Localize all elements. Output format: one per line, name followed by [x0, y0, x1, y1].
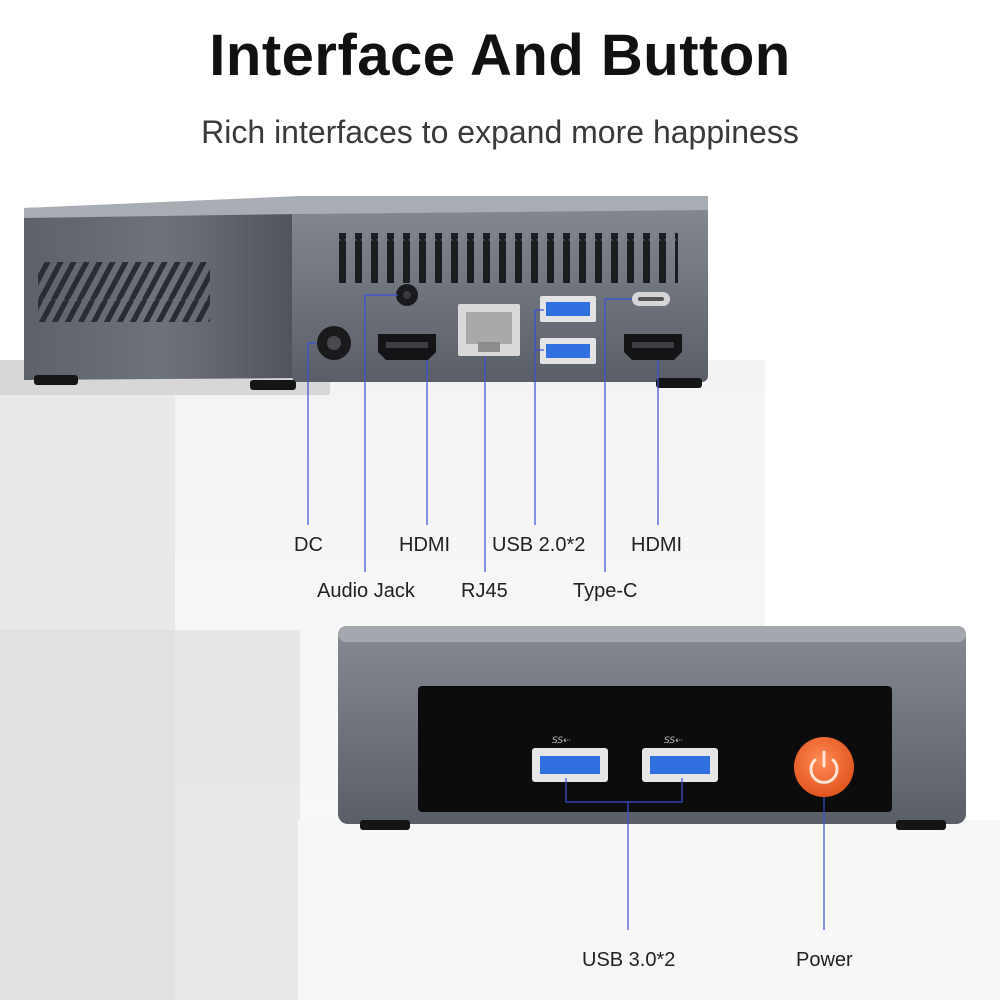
pedestal-shadow	[0, 630, 300, 1000]
label-usb2: USB 2.0*2	[492, 534, 586, 556]
label-usb3: USB 3.0*2	[582, 949, 676, 971]
rear-device	[24, 196, 708, 390]
label-hdmi-1: HDMI	[399, 534, 451, 556]
ss-logo-left: SS⇠	[552, 736, 571, 746]
leader-lines	[307, 294, 825, 930]
rear-vent	[338, 233, 678, 283]
pedestal-front	[298, 820, 1000, 1000]
label-hdmi-2: HDMI	[631, 534, 683, 556]
power-icon	[809, 758, 839, 784]
label-rj45: RJ45	[461, 580, 508, 602]
label-dc: DC	[294, 534, 323, 556]
front-device: SS⇠ SS⇠	[338, 626, 966, 830]
side-vent	[38, 262, 210, 322]
ss-logo-right: SS⇠	[664, 736, 683, 746]
label-audio-jack: Audio Jack	[317, 580, 415, 602]
page-subtitle: Rich interfaces to expand more happiness	[201, 114, 799, 150]
page-title: Interface And Button	[209, 23, 791, 88]
label-type-c: Type-C	[573, 580, 638, 602]
label-power: Power	[796, 949, 853, 971]
